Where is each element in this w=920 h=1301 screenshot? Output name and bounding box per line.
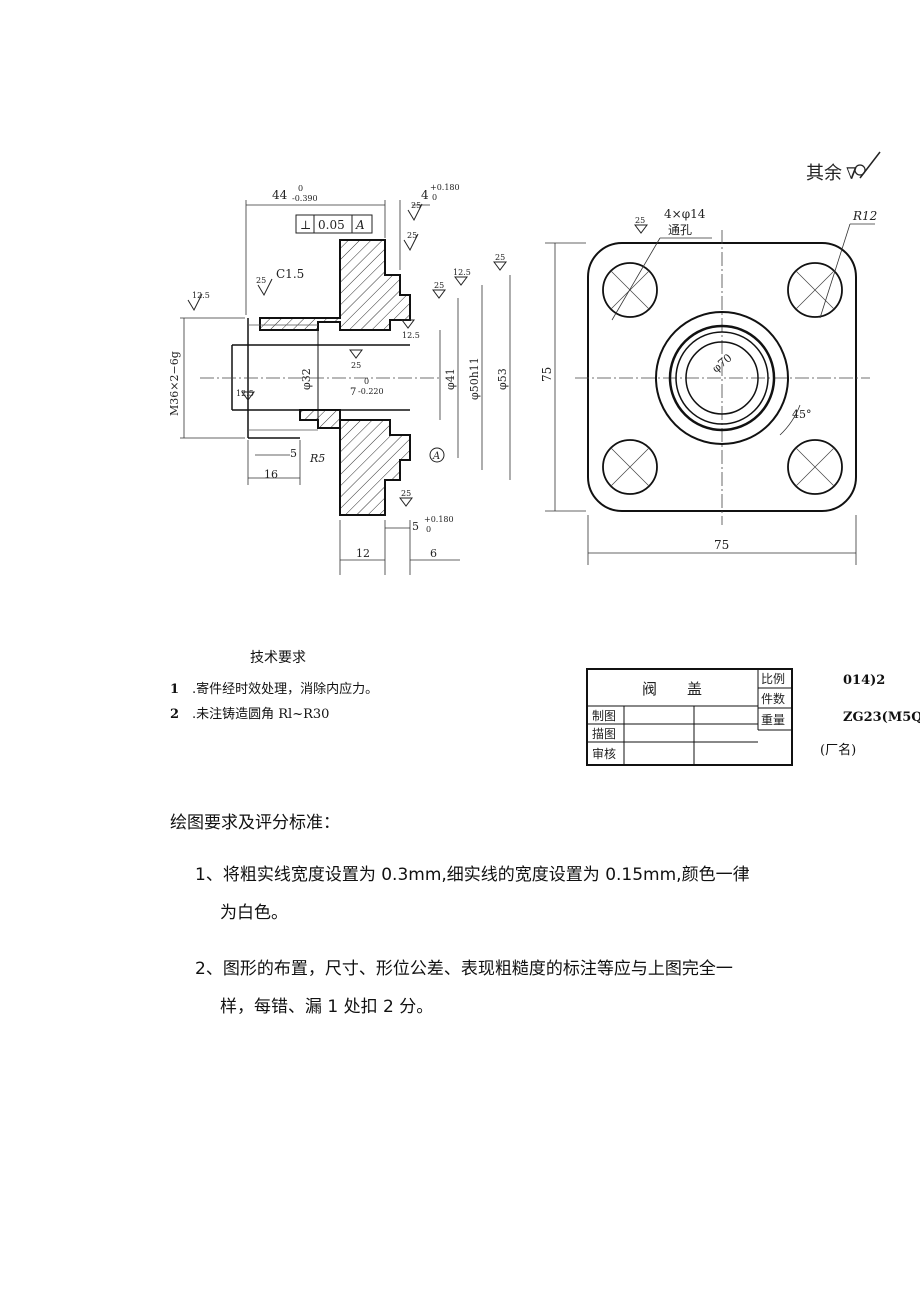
- svg-text:⊥: ⊥: [300, 218, 311, 232]
- section-dimensions: [180, 200, 511, 575]
- svg-text:制图: 制图: [592, 709, 616, 723]
- svg-text:12: 12: [356, 547, 370, 560]
- svg-text:M36×2−6g: M36×2−6g: [168, 351, 181, 416]
- svg-text:C1.5: C1.5: [276, 267, 304, 281]
- title-block-factory: (厂名): [820, 743, 857, 758]
- svg-text:75: 75: [714, 538, 729, 552]
- item-text: .寄件经时效处理，消除内应力。: [192, 682, 379, 697]
- svg-text:φ53: φ53: [496, 368, 509, 390]
- requirement-line1: 图形的布置，尺寸、形位公差、表现粗糙度的标注等应与上图完全一: [222, 959, 733, 979]
- svg-text:6: 6: [430, 547, 437, 560]
- svg-text:+0.180: +0.180: [430, 183, 460, 192]
- svg-text:件数: 件数: [761, 691, 785, 706]
- requirement-line2: 样，每错、漏 1 处扣 2 分。: [220, 997, 434, 1017]
- svg-text:25: 25: [495, 253, 505, 262]
- svg-text:+0.180: +0.180: [424, 515, 454, 524]
- requirement-item: 1、将粗实线宽度设置为 0.3mm,细实线的宽度设置为 0.15mm,颜色一律 …: [195, 856, 795, 932]
- svg-text:25: 25: [401, 489, 411, 498]
- geometric-tolerance-frame: ⊥ 0.05 A: [295, 214, 373, 234]
- section-view: [200, 239, 440, 516]
- svg-text:4: 4: [421, 188, 429, 202]
- requirement-line2: 为白色。: [220, 903, 288, 923]
- requirement-line1: 将粗实线宽度设置为 0.3mm,细实线的宽度设置为 0.15mm,颜色一律: [222, 865, 750, 885]
- svg-text:12.5: 12.5: [402, 331, 420, 340]
- svg-text:0: 0: [426, 525, 431, 534]
- title-block: 阀 盖 比例 件数 重量 制图 描图 审核: [586, 668, 793, 766]
- item-text: .未注铸造圆角 Rl~R30: [192, 707, 330, 722]
- svg-text:75: 75: [540, 367, 554, 382]
- svg-text:∇: ∇: [846, 164, 857, 183]
- svg-text:0: 0: [364, 377, 369, 386]
- svg-text:-0.390: -0.390: [292, 194, 318, 203]
- end-view-labels: 4×φ14 通孔 R12 φ70 45° 75 75: [540, 207, 877, 552]
- svg-text:0: 0: [298, 184, 303, 193]
- svg-text:5: 5: [290, 447, 297, 460]
- svg-text:A: A: [355, 218, 365, 232]
- requirements-title: 绘图要求及评分标准：: [170, 813, 340, 833]
- title-block-scale-value: 014)2: [843, 673, 886, 688]
- svg-text:4×φ14: 4×φ14: [664, 207, 706, 221]
- svg-text:φ32: φ32: [300, 368, 313, 390]
- svg-text:-0.220: -0.220: [358, 387, 384, 396]
- svg-text:通孔: 通孔: [668, 223, 692, 237]
- section-dimension-labels: 44 0 -0.390 4 +0.180 0 C1.5 M36×2−6g φ32…: [168, 183, 509, 560]
- svg-text:12.5: 12.5: [236, 389, 254, 398]
- svg-text:25: 25: [407, 231, 417, 240]
- svg-text:25: 25: [351, 361, 361, 370]
- svg-text:审核: 审核: [592, 746, 616, 761]
- svg-text:重量: 重量: [761, 713, 785, 727]
- svg-text:16: 16: [264, 468, 278, 481]
- svg-text:12.5: 12.5: [192, 291, 210, 300]
- svg-text:0: 0: [432, 193, 437, 202]
- svg-text:5: 5: [412, 520, 419, 533]
- item-number: 1: [170, 682, 180, 697]
- part-name: 阀 盖: [642, 680, 702, 698]
- svg-text:7: 7: [350, 387, 356, 398]
- svg-text:25: 25: [256, 276, 266, 285]
- title-block-material: ZG23(M5Q: [843, 710, 920, 725]
- tech-requirements-title: 技术要求: [250, 650, 306, 666]
- roughness-other-symbol: 其余 ∇: [806, 151, 881, 184]
- requirement-index: 1、: [195, 865, 223, 885]
- svg-text:φ50h11: φ50h11: [468, 357, 481, 400]
- svg-text:44: 44: [272, 188, 288, 202]
- roughness-symbols: 25 12.5 25 25 12.5 25 12.5 25 12.5 25 25…: [187, 201, 648, 507]
- svg-text:45°: 45°: [792, 408, 812, 421]
- requirement-index: 2、: [195, 959, 223, 979]
- svg-text:φ70: φ70: [710, 351, 735, 375]
- svg-text:比例: 比例: [761, 672, 785, 686]
- svg-text:R12: R12: [852, 209, 877, 223]
- requirement-item: 2、图形的布置，尺寸、形位公差、表现粗糙度的标注等应与上图完全一 样，每错、漏 …: [195, 950, 795, 1026]
- item-number: 2: [170, 707, 180, 722]
- tech-requirement-item: 1 .寄件经时效处理，消除内应力。: [170, 678, 378, 697]
- svg-text:R5: R5: [309, 452, 325, 465]
- tech-requirement-item: 2 .未注铸造圆角 Rl~R30: [170, 703, 329, 722]
- svg-text:12.5: 12.5: [453, 268, 471, 277]
- svg-text:描图: 描图: [592, 727, 616, 741]
- svg-text:0.05: 0.05: [318, 218, 345, 232]
- svg-text:25: 25: [434, 281, 444, 290]
- svg-text:25: 25: [635, 216, 645, 225]
- svg-text:25: 25: [411, 201, 421, 210]
- svg-text:其余: 其余: [806, 163, 842, 184]
- technical-drawing: 其余 ∇: [168, 151, 881, 575]
- end-view: [545, 223, 875, 565]
- svg-text:φ41: φ41: [444, 368, 457, 390]
- svg-text:A: A: [432, 451, 440, 462]
